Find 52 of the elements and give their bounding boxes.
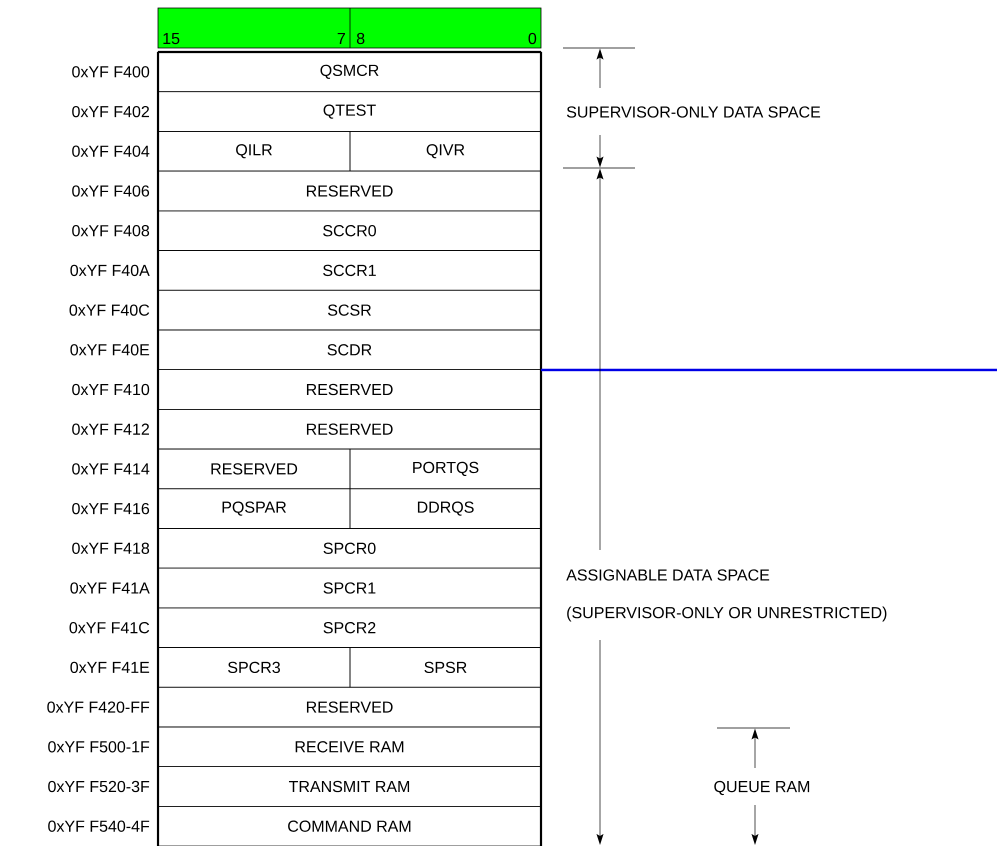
register-cell: RESERVED xyxy=(158,408,542,450)
address-label: 0xYF F412 xyxy=(72,424,149,435)
register-cell: SCCR0 xyxy=(158,210,542,251)
register-cell: RESERVED xyxy=(158,170,542,212)
bit-number: 8 xyxy=(356,32,364,44)
register-cell: RESERVED xyxy=(158,448,350,490)
address-label: 0xYF F402 xyxy=(72,106,149,118)
span-label: (SUPERVISOR-ONLY OR UNRESTRICTED) xyxy=(567,606,886,622)
register-cell: SPCR1 xyxy=(158,568,542,608)
bit-number: 15 xyxy=(163,33,180,44)
address-label: 0xYF F41A xyxy=(70,582,150,594)
address-label: 0xYF F41C xyxy=(70,622,150,634)
address-label: 0xYF F400 xyxy=(72,66,150,78)
address-label: 0xYF F408 xyxy=(72,225,150,236)
bit-number: 0 xyxy=(528,32,536,44)
address-label: 0xYF F414 xyxy=(72,463,150,475)
bit-number: 7 xyxy=(338,33,345,44)
address-label: 0xYF F416 xyxy=(72,502,150,514)
address-label: 0xYF F420-FF xyxy=(47,701,150,713)
address-label: 0xYF F40C xyxy=(70,304,150,316)
register-cell: SCSR xyxy=(158,290,542,330)
span-label: SUPERVISOR-ONLY DATA SPACE xyxy=(566,106,820,118)
register-cell: RESERVED xyxy=(158,686,542,728)
register-cell: PQSPAR xyxy=(158,488,350,529)
address-label: 0xYF F40A xyxy=(70,264,150,276)
register-cell: QIVR xyxy=(350,130,542,172)
register-cell: SCCR1 xyxy=(158,250,542,291)
address-label: 0xYF F418 xyxy=(72,542,150,554)
address-label: 0xYF F40E xyxy=(70,344,150,356)
address-label: 0xYF F410 xyxy=(72,384,150,396)
address-label: 0xYF F500-1F xyxy=(48,741,150,752)
address-label: 0xYF F404 xyxy=(72,146,150,157)
span-label: QUEUE RAM xyxy=(714,780,810,796)
address-label: 0xYF F520-3F xyxy=(48,780,150,792)
register-cell: SPCR0 xyxy=(158,528,542,569)
register-cell: SPCR2 xyxy=(158,607,542,648)
register-cell: SCDR xyxy=(158,330,542,370)
span-label: ASSIGNABLE DATA SPACE xyxy=(566,569,770,581)
register-cell: PORTQS xyxy=(350,448,542,490)
address-label: 0xYF F540-4F xyxy=(48,820,150,832)
register-cell: SPSR xyxy=(350,647,542,688)
register-cell: COMMAND RAM xyxy=(158,806,542,846)
register-cell: TRANSMIT RAM xyxy=(158,766,542,807)
address-label: 0xYF F41E xyxy=(70,662,150,674)
address-label: 0xYF F406 xyxy=(72,185,150,197)
register-cell: SPCR3 xyxy=(158,647,350,688)
register-cell: QILR xyxy=(158,130,350,172)
register-cell: RECEIVE RAM xyxy=(158,726,542,768)
register-cell: QSMCR xyxy=(158,52,542,92)
register-cell: DDRQS xyxy=(350,488,542,529)
register-cell: RESERVED xyxy=(158,369,542,410)
register-cell: QTEST xyxy=(158,91,542,132)
